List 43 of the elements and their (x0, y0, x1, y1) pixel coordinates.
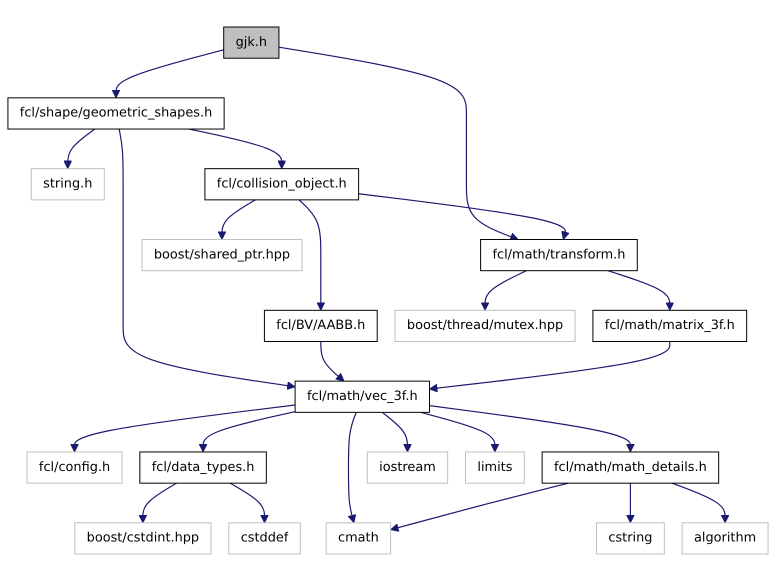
arrow (230, 482, 269, 524)
node-box: fcl/BV/AABB.h (264, 310, 378, 342)
arrow (480, 270, 527, 311)
node-box: fcl/math/matrix_3f.h (592, 310, 748, 342)
node-box: string.h (30, 168, 105, 200)
node-box: boost/thread/mutex.hpp (394, 310, 576, 342)
arrow (420, 412, 500, 452)
node-box: limits (465, 451, 525, 484)
arrow (429, 405, 635, 452)
node-box: fcl/shape/geometric_shapes.h (7, 97, 225, 130)
arrow (118, 128, 296, 390)
arrow (188, 128, 286, 170)
arrow (112, 49, 224, 98)
arrow (348, 412, 357, 524)
arrow (358, 193, 570, 240)
node-box: boost/shared_ptr.hpp (141, 239, 302, 272)
arrow (382, 412, 412, 452)
node-box: fcl/math/math_details.h (542, 451, 720, 484)
node-box: cmath (326, 522, 392, 554)
arrow (626, 483, 635, 524)
arrow (608, 270, 674, 311)
node-box: iostream (366, 451, 448, 484)
node-box: fcl/collision_object.h (204, 168, 360, 200)
node-box: fcl/math/vec_3f.h (294, 380, 430, 413)
arrow (278, 46, 519, 241)
node-box: cstring (596, 522, 665, 554)
arrow (198, 411, 296, 452)
arrow (63, 128, 96, 170)
arrow (70, 404, 296, 452)
arrow (429, 342, 670, 392)
node-box: cstddef (228, 522, 301, 554)
arrow (218, 199, 256, 240)
arrow (672, 482, 730, 524)
arrow (320, 342, 344, 382)
node-box: boost/cstdint.hpp (74, 522, 212, 554)
node-box: gjk.h (223, 26, 280, 59)
node-box: fcl/data_types.h (139, 451, 267, 484)
arrow (138, 482, 177, 524)
node-box: algorithm (682, 522, 769, 554)
arrow (298, 199, 326, 311)
arrow (390, 482, 568, 532)
node-box: fcl/math/transform.h (480, 239, 638, 272)
node-box: fcl/config.h (26, 451, 123, 484)
